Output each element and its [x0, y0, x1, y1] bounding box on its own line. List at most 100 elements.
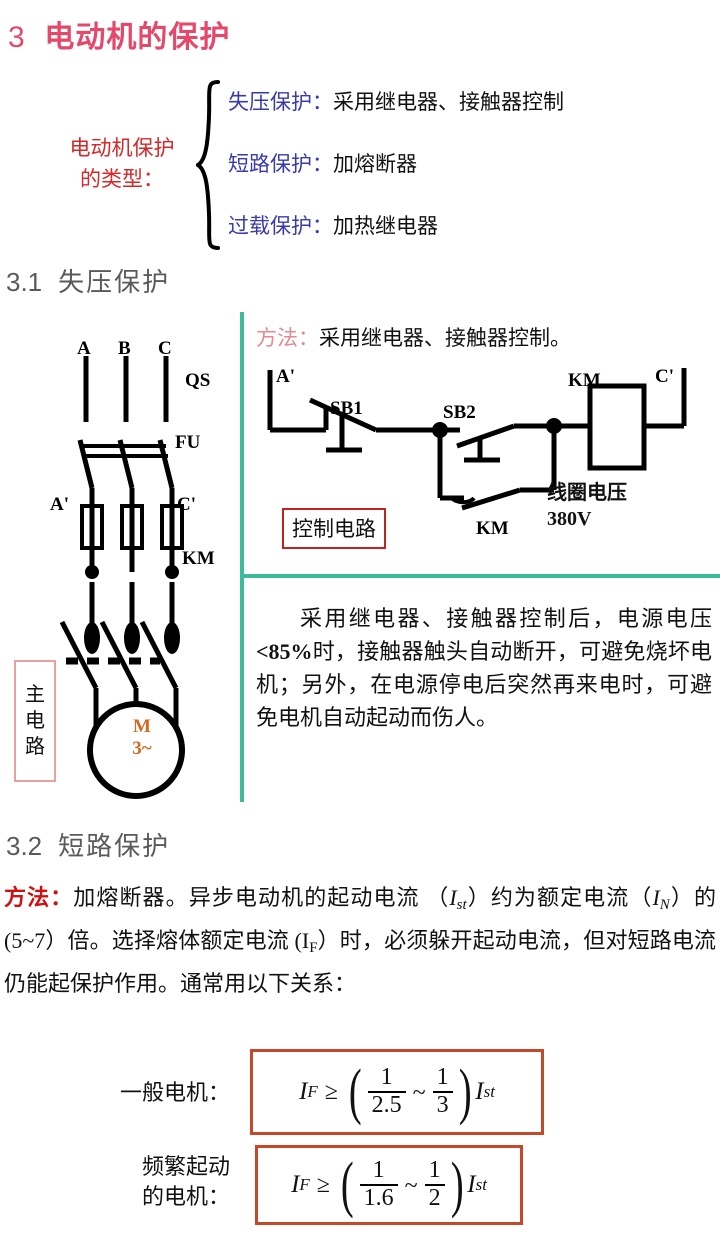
p32-var-in: I — [652, 885, 660, 910]
type-item-label: 失压保护： — [228, 90, 333, 114]
coil-voltage-line2: 380V — [547, 508, 592, 530]
section-number: 3.1 — [6, 267, 43, 297]
formula-1-caption: 一般电机： — [119, 1080, 230, 1105]
coil-voltage-line1: 线圈电压 — [547, 482, 627, 504]
page-title: 3 电动机的保护 — [8, 12, 230, 56]
formula-2-fraction-2: 1 2 — [424, 1157, 445, 1212]
formula-1-rhs-var: I — [475, 1078, 484, 1105]
formula-1-fraction-1: 1 2.5 — [367, 1064, 406, 1119]
formula-2-between: ~ — [404, 1172, 418, 1199]
control-circuit-label-c-prime: C' — [655, 366, 674, 387]
p32-var-if: I — [301, 928, 310, 954]
types-label-line1: 电动机保护 — [69, 136, 175, 160]
section-3-1-paragraph: 采用继电器、接触器控制后，电源电压 <85%时，接触器触头自动断开，可避免烧坏电机… — [256, 602, 712, 734]
fraction-denominator: 3 — [432, 1091, 453, 1119]
page-title-text: 电动机的保护 — [44, 21, 231, 54]
p32-t3: ）的 (5~7）倍。选择熔体额定电流 ( — [4, 885, 716, 954]
main-circuit-label-fu: FU — [175, 432, 201, 453]
control-circuit-diagram — [252, 358, 712, 563]
vertical-divider — [240, 312, 244, 802]
method-key: 方法： — [256, 326, 319, 350]
formula-1-lhs-var: I — [299, 1078, 308, 1105]
formula-2-rhs-sub: st — [475, 1175, 487, 1194]
formula-2-lhs-sub: F — [299, 1175, 310, 1194]
formula-1-relation: ≥ — [324, 1078, 338, 1105]
formula-2-fraction-1: 1 1.6 — [359, 1157, 398, 1212]
p32-var-ist: I — [449, 885, 457, 910]
left-paren: ( — [340, 1150, 354, 1219]
left-paren: ( — [348, 1057, 362, 1126]
p32-sub-st: st — [456, 897, 467, 914]
main-circuit-label-a-prime: A' — [50, 494, 69, 515]
motor-protection-types-label: 电动机保护 的类型： — [42, 133, 202, 195]
section-heading-3-2: 3.2 短路保护 — [6, 826, 170, 863]
main-circuit-label-km: KM — [182, 548, 215, 569]
control-circuit-label-km-coil: KM — [568, 370, 601, 391]
curly-brace-icon — [196, 80, 222, 250]
type-item-value: 加热继电器 — [333, 214, 438, 238]
formula-2-relation: ≥ — [316, 1171, 330, 1198]
motor-symbol-label: M 3~ — [115, 716, 169, 760]
section-name: 失压保护 — [58, 267, 171, 297]
method-value: 采用继电器、接触器控制。 — [319, 326, 571, 350]
type-item-shortcircuit: 短路保护：加熔断器 — [228, 148, 417, 178]
formula-2-caption-line1: 频繁起动 — [141, 1154, 230, 1179]
section-name: 短路保护 — [58, 831, 171, 861]
control-circuit-label-a-prime: A' — [276, 366, 295, 387]
control-circuit-box-label: 控制电路 — [282, 508, 386, 549]
coil-voltage-annotation: 线圈电压 380V — [547, 480, 627, 532]
p32-t1: 加熔断器。异步电动机的起动电流 （ — [73, 885, 450, 910]
fraction-numerator: 1 — [428, 1157, 441, 1184]
motor-label-line2: 3~ — [132, 738, 152, 759]
main-circuit-label-phase-b: B — [118, 338, 131, 359]
type-item-label: 短路保护： — [228, 152, 333, 176]
main-circuit-diagram — [0, 320, 240, 805]
paragraph-part1: 采用继电器、接触器控制后，电源电压 — [300, 606, 712, 631]
p32-sub-f: F — [309, 940, 318, 957]
formula-2-caption-line2: 的电机： — [141, 1184, 230, 1209]
main-circuit-label-qs: QS — [185, 370, 211, 391]
main-box-char-2: 路 — [25, 736, 45, 758]
right-paren: ) — [450, 1150, 464, 1219]
page-title-number: 3 — [8, 21, 26, 54]
control-circuit-label-sb2: SB2 — [443, 402, 476, 423]
section-heading-3-1: 3.1 失压保护 — [6, 262, 170, 299]
fraction-denominator: 2 — [424, 1184, 445, 1212]
type-item-overload: 过载保护：加热继电器 — [228, 210, 438, 240]
fraction-numerator: 1 — [372, 1157, 385, 1184]
formula-1-rhs-sub: st — [483, 1082, 495, 1101]
fraction-denominator: 1.6 — [359, 1184, 398, 1212]
control-circuit-label-sb1: SB1 — [330, 398, 363, 419]
main-circuit-label-c-prime: C' — [177, 494, 196, 515]
main-box-char-0: 主 — [25, 684, 45, 706]
paragraph-part2: 时，接触器触头自动断开，可避免烧坏电机；另外，在电源停电后突然再来电时，可避免电… — [256, 639, 712, 730]
type-item-undervoltage: 失压保护：采用继电器、接触器控制 — [228, 86, 564, 116]
formula-1-lhs-sub: F — [307, 1082, 318, 1101]
fraction-denominator: 2.5 — [367, 1091, 406, 1119]
type-item-label: 过载保护： — [228, 214, 333, 238]
main-box-char-1: 电 — [25, 710, 45, 732]
type-item-value: 加熔断器 — [333, 152, 417, 176]
formula-2-lhs-var: I — [291, 1171, 300, 1198]
section-3-2-paragraph: 方法：加熔断器。异步电动机的起动电流 （Ist）约为额定电流（IN）的 (5~7… — [4, 880, 716, 1002]
formula-2-rhs-var: I — [467, 1171, 476, 1198]
section-number: 3.2 — [6, 831, 43, 861]
paragraph-bold-value: <85% — [256, 639, 313, 664]
type-item-value: 采用继电器、接触器控制 — [333, 90, 564, 114]
types-label-line2: 的类型： — [80, 167, 164, 191]
horizontal-divider — [240, 574, 720, 578]
control-circuit-method-line: 方法：采用继电器、接触器控制。 — [256, 322, 571, 352]
motor-label-line1: M — [133, 716, 151, 737]
fraction-numerator: 1 — [380, 1064, 393, 1091]
method-key: 方法： — [4, 885, 74, 910]
formula-2-caption: 频繁起动 的电机： — [60, 1152, 230, 1212]
formula-1-fraction-2: 1 3 — [432, 1064, 453, 1119]
control-circuit-label-km-aux: KM — [476, 518, 509, 539]
formula-1-between: ~ — [412, 1079, 426, 1106]
main-circuit-label-phase-a: A — [77, 338, 91, 359]
p32-sub-n: N — [659, 897, 670, 914]
